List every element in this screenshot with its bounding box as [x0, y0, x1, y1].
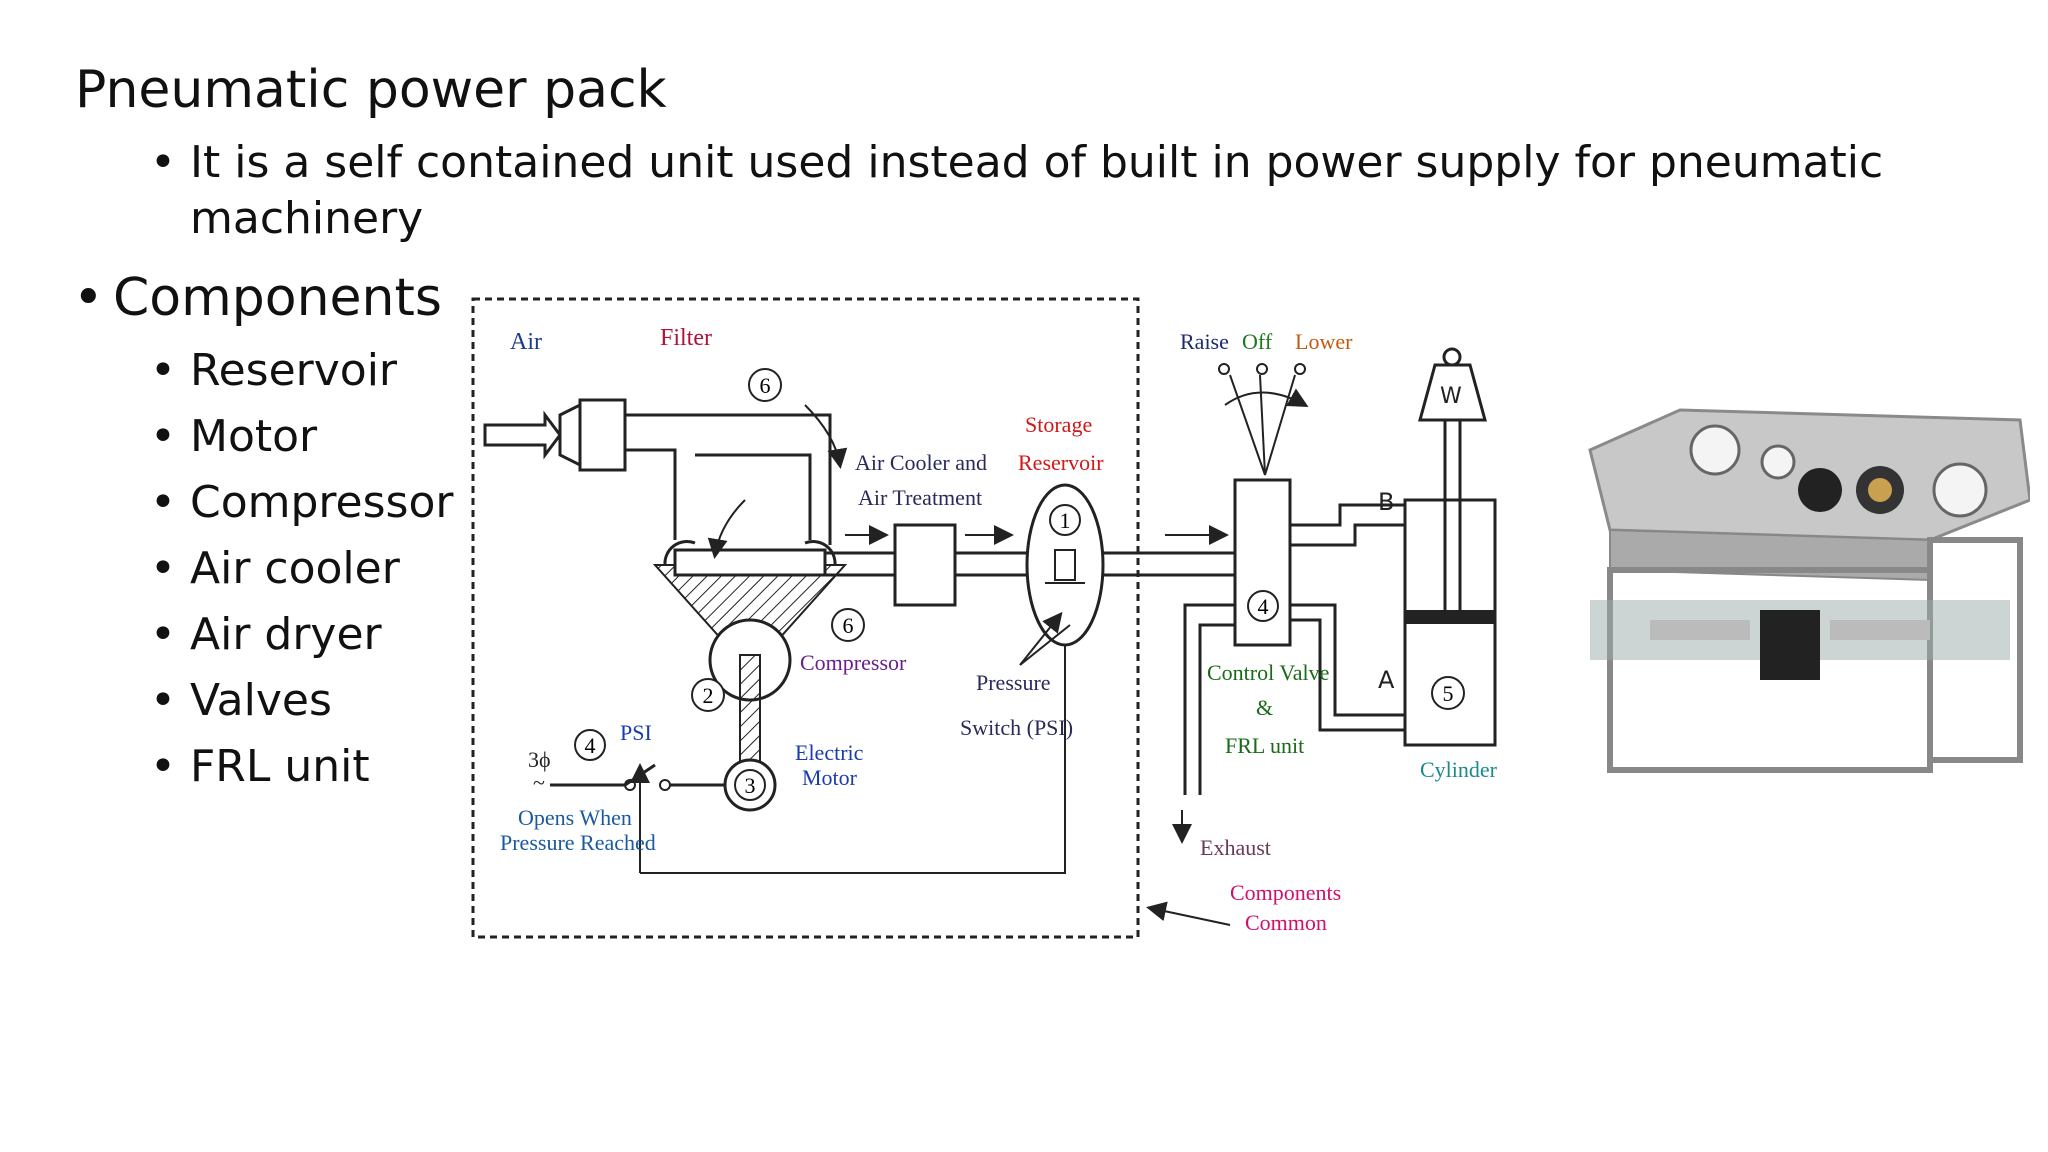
label-psi: PSI — [620, 720, 652, 745]
air-inlet-arrow — [483, 410, 562, 460]
svg-text:4: 4 — [585, 733, 596, 758]
label-switch-psi: Switch (PSI) — [960, 715, 1073, 740]
label-three-phase: 3ϕ — [528, 747, 551, 772]
exhaust-lines — [1183, 603, 1235, 795]
marker-5: 5 — [1431, 676, 1465, 710]
label-port-a: A — [1378, 666, 1395, 694]
svg-text:1: 1 — [1060, 508, 1071, 533]
filter-box — [578, 398, 627, 472]
svg-text:5: 5 — [1443, 681, 1454, 706]
label-motor: Motor — [802, 765, 858, 790]
intro-bullet: It is a self contained unit used instead… — [150, 135, 1884, 247]
component-item-reservoir: Reservoir — [150, 345, 397, 396]
label-electric: Electric — [795, 740, 864, 765]
label-air-treatment: Air Treatment — [858, 485, 982, 510]
svg-text:6: 6 — [760, 373, 771, 398]
intro-line-2: machinery — [190, 193, 424, 244]
marker-4-valve: 4 — [1247, 590, 1279, 622]
components-heading: Components — [73, 268, 442, 328]
label-opens-when: Opens When — [518, 805, 632, 830]
component-item-air-cooler: Air cooler — [150, 543, 400, 594]
component-item-valves: Valves — [150, 675, 332, 726]
air-cooler-box — [893, 523, 957, 607]
compressor-intake-pipes — [625, 413, 832, 545]
label-components: Components — [1230, 880, 1341, 905]
label-reservoir: Reservoir — [1018, 450, 1104, 475]
label-storage: Storage — [1025, 412, 1092, 437]
pneumatic-power-pack-schematic: 6 6 1 2 3 4 4 5 Air Filter Air Cooler an… — [471, 297, 1498, 939]
marker-4-psi: 4 — [574, 729, 606, 761]
svg-text:4: 4 — [1258, 594, 1269, 619]
marker-1: 1 — [1049, 504, 1081, 536]
label-cylinder: Cylinder — [1420, 757, 1498, 782]
label-off: Off — [1242, 329, 1273, 354]
intro-line-1: It is a self contained unit used instead… — [190, 137, 1884, 188]
label-air: Air — [510, 329, 542, 355]
svg-text:2: 2 — [703, 683, 714, 708]
marker-6-bottom: 6 — [831, 608, 865, 642]
label-air-cooler: Air Cooler and — [855, 450, 987, 475]
label-common: Common — [1245, 910, 1327, 935]
label-pressure: Pressure — [976, 670, 1051, 695]
label-exhaust: Exhaust — [1200, 835, 1271, 860]
power-pack-photo — [1588, 408, 2030, 773]
label-tilde: ~ — [533, 770, 545, 795]
label-raise: Raise — [1180, 329, 1229, 354]
label-port-b: B — [1378, 488, 1394, 516]
component-item-compressor: Compressor — [150, 477, 454, 528]
label-compressor: Compressor — [800, 650, 907, 675]
marker-3: 3 — [734, 769, 766, 801]
component-item-motor: Motor — [150, 411, 317, 462]
label-frl-unit: FRL unit — [1225, 733, 1304, 758]
label-pressure-reached: Pressure Reached — [500, 830, 656, 855]
label-filter: Filter — [660, 325, 712, 351]
label-lower: Lower — [1295, 329, 1353, 354]
label-control-valve: Control Valve — [1207, 660, 1329, 685]
component-item-air-dryer: Air dryer — [150, 609, 382, 660]
svg-text:6: 6 — [843, 613, 854, 638]
common-components-boundary — [471, 297, 1140, 939]
label-weight: W — [1440, 384, 1462, 409]
slide-title: Pneumatic power pack — [75, 60, 667, 120]
weight-load — [1418, 363, 1487, 422]
marker-6-top: 6 — [748, 368, 782, 402]
svg-text:3: 3 — [745, 773, 756, 798]
label-amp: & — [1256, 695, 1273, 720]
component-item-frl-unit: FRL unit — [150, 741, 370, 792]
marker-2: 2 — [691, 678, 725, 712]
